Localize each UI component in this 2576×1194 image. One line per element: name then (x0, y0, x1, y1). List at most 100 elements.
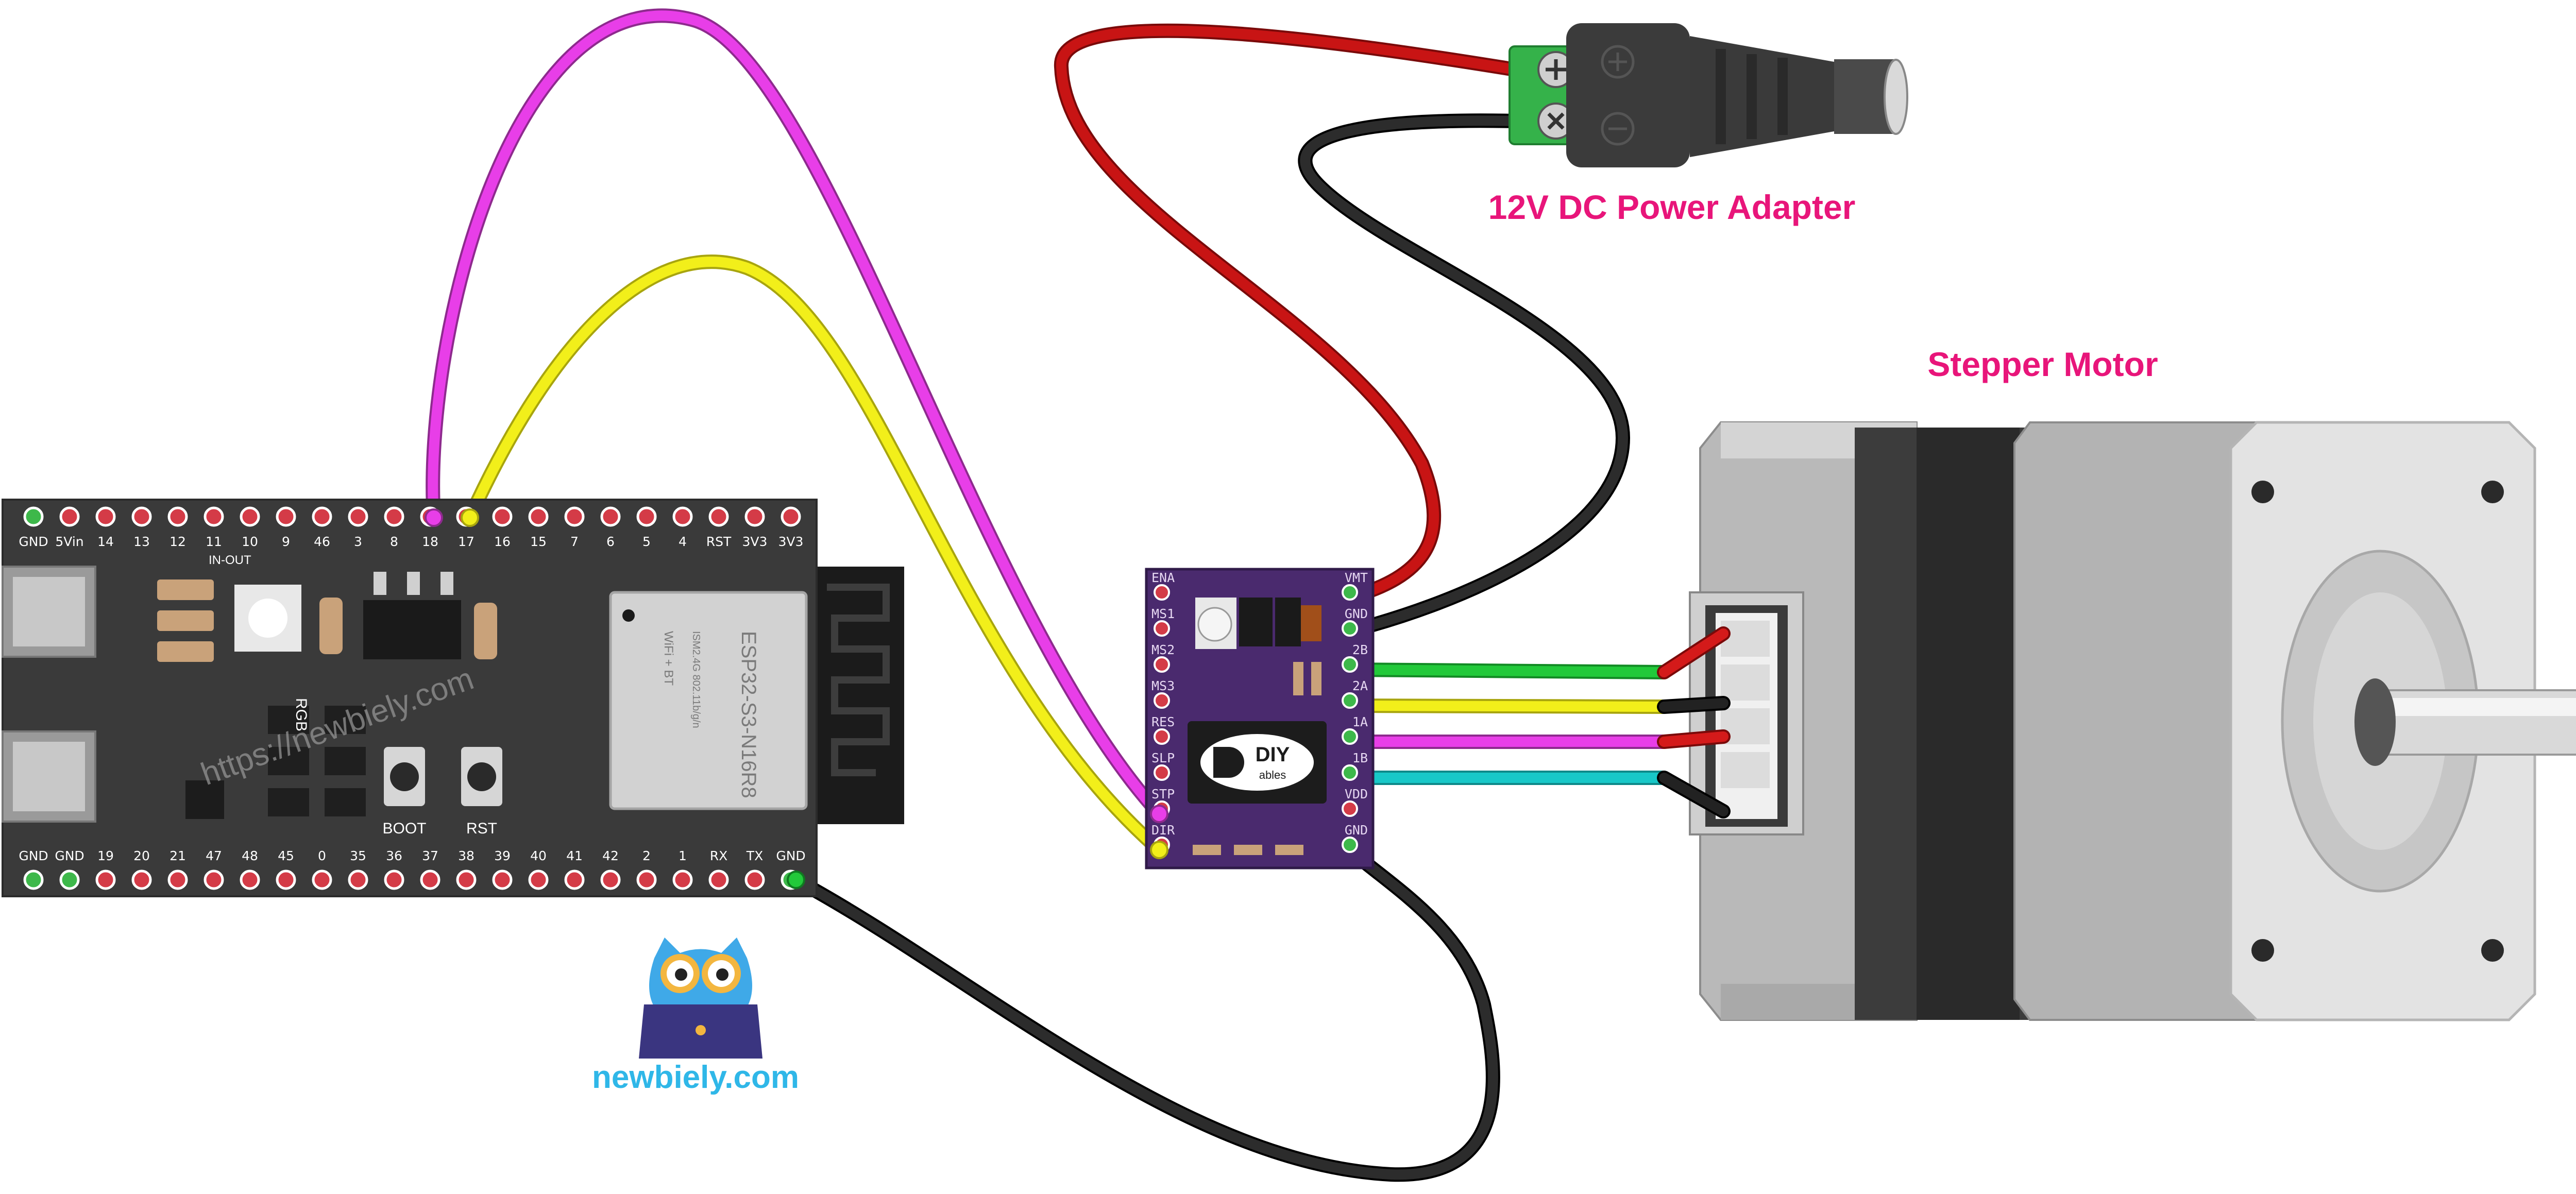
boot-label: BOOT (382, 820, 426, 837)
driver-left-pin-5 (1154, 764, 1170, 781)
esp32-top-pin-label: RST (706, 534, 732, 549)
driver-left-pin-label: MS1 (1151, 606, 1175, 621)
esp32-top-pin-label: 13 (133, 534, 150, 549)
driver-left-pin-4 (1154, 728, 1170, 745)
esp32-bottom-pin-label: 19 (97, 848, 114, 863)
esp32-top-pin-9 (348, 506, 368, 527)
esp32-top-pin-8 (312, 506, 332, 527)
esp32-bottom-pin-label: 0 (318, 848, 326, 863)
esp32-top-pin-label: 11 (206, 534, 222, 549)
stepper-motor (1689, 421, 2576, 1021)
esp32-top-pin-label: GND (19, 534, 48, 549)
esp32-bottom-pin-3 (131, 869, 152, 890)
esp32-bottom-pin-8 (312, 869, 332, 890)
esp32-top-pin-18 (672, 506, 693, 527)
esp32-top-pin-label: 16 (494, 534, 511, 549)
driver-right-pin-2 (1342, 656, 1358, 673)
esp32-top-pin-17 (636, 506, 657, 527)
esp32-top-pin-label: 5 (642, 534, 651, 549)
driver-left-pin-label: STP (1151, 787, 1175, 801)
esp32-top-pin-16 (600, 506, 621, 527)
stepper-motor-label: Stepper Motor (1927, 345, 2158, 383)
driver-right-pin-1 (1342, 620, 1358, 637)
rst-label: RST (466, 820, 497, 837)
esp32-top-pin-3 (131, 506, 152, 527)
esp32-top-pin-6 (240, 506, 260, 527)
wire-endpoints (425, 508, 1168, 889)
esp32-top-pin-label: 4 (679, 534, 687, 549)
esp32-top-pin-label: 10 (242, 534, 258, 549)
driver-right-pin-5 (1342, 764, 1358, 781)
esp32-bottom-pin-label: 20 (133, 848, 150, 863)
driver-left-pin-label: MS3 (1151, 678, 1175, 693)
esp32-bottom-pin-label: 36 (386, 848, 402, 863)
driver-left-pin-0 (1154, 584, 1170, 601)
esp32-top-pin-10 (384, 506, 404, 527)
esp32-top-pin-label: 5Vin (55, 534, 83, 549)
driver-right-pin-4 (1342, 728, 1358, 745)
driver-left-pin-3 (1154, 692, 1170, 709)
esp32-top-pin-label: 15 (530, 534, 547, 549)
esp32-bottom-pin-label: 38 (458, 848, 474, 863)
esp32-top-pin-15 (564, 506, 585, 527)
esp32-bottom-pin-16 (600, 869, 621, 890)
esp32-bottom-pin-label: 2 (642, 848, 651, 863)
esp32-bottom-pin-label: 21 (170, 848, 186, 863)
esp32-bottom-pin-label: 41 (566, 848, 583, 863)
driver-left-pin-label: ENA (1151, 570, 1175, 585)
esp32-top-pin-19 (708, 506, 729, 527)
esp32-bottom-pin-0 (23, 869, 44, 890)
esp32-top-pin-21 (781, 506, 801, 527)
brand-label: newbiely.com (592, 1060, 799, 1095)
esp32-bottom-pin-11 (420, 869, 440, 890)
driver-right-pin-label: GND (1345, 823, 1368, 838)
driver-left-pin-2 (1154, 656, 1170, 673)
driver-left-pin-label: DIR (1151, 823, 1175, 838)
esp32-bottom-pin-label: 45 (278, 848, 294, 863)
driver-right-pin-label: 2B (1352, 642, 1368, 657)
esp32-bottom-pin-5 (204, 869, 224, 890)
esp32-bottom-pin-label: 42 (602, 848, 619, 863)
wires (426, 8, 1731, 1182)
esp32-top-pin-20 (744, 506, 765, 527)
driver-left-pin-1 (1154, 620, 1170, 637)
driver-logo: DIY (1256, 743, 1290, 766)
esp32-top-pin-label: 7 (570, 534, 579, 549)
esp32-bottom-pin-20 (744, 869, 765, 890)
esp32-top-pin-7 (276, 506, 296, 527)
esp32-top-pin-0 (23, 506, 44, 527)
esp32-bottom-pin-13 (492, 869, 513, 890)
esp32-top-pin-13 (492, 506, 513, 527)
esp32-bottom-pin-label: 37 (422, 848, 438, 863)
esp32-top-pin-5 (204, 506, 224, 527)
esp32-top-pin-label: 14 (97, 534, 114, 549)
esp32-bottom-pin-4 (167, 869, 188, 890)
esp32-top-pin-label: 3V3 (778, 534, 804, 549)
dc-power-adapter (1509, 23, 1908, 167)
owl-logo (639, 937, 762, 1059)
esp32-bottom-pin-label: TX (746, 848, 763, 863)
esp32-top-pin-14 (528, 506, 549, 527)
esp32-bottom-pin-label: GND (55, 848, 84, 863)
esp32-bottom-pin-label: 40 (530, 848, 547, 863)
driver-right-pin-6 (1342, 800, 1358, 817)
esp32-top-pin-label: 9 (282, 534, 290, 549)
rgb-label: RGB (293, 698, 310, 731)
esp32-board: BOOT RST RGB IN-OUT ESP32-S3-N16R8 ISM2.… (2, 499, 904, 897)
driver-right-pin-label: GND (1345, 606, 1368, 621)
esp32-bottom-pin-label: GND (19, 848, 48, 863)
esp32-bottom-pin-label: 39 (494, 848, 511, 863)
module-sub2: ISM2.4G 802.11b/g/n (690, 631, 702, 728)
esp32-bottom-pin-label: RX (710, 848, 728, 863)
esp32-bottom-pin-2 (95, 869, 116, 890)
esp32-bottom-pin-label: 1 (679, 848, 687, 863)
esp32-top-pin-2 (95, 506, 116, 527)
power-adapter-label: 12V DC Power Adapter (1488, 188, 1856, 226)
driver-right-pin-label: VMT (1345, 570, 1368, 585)
esp32-top-pin-label: 12 (170, 534, 186, 549)
